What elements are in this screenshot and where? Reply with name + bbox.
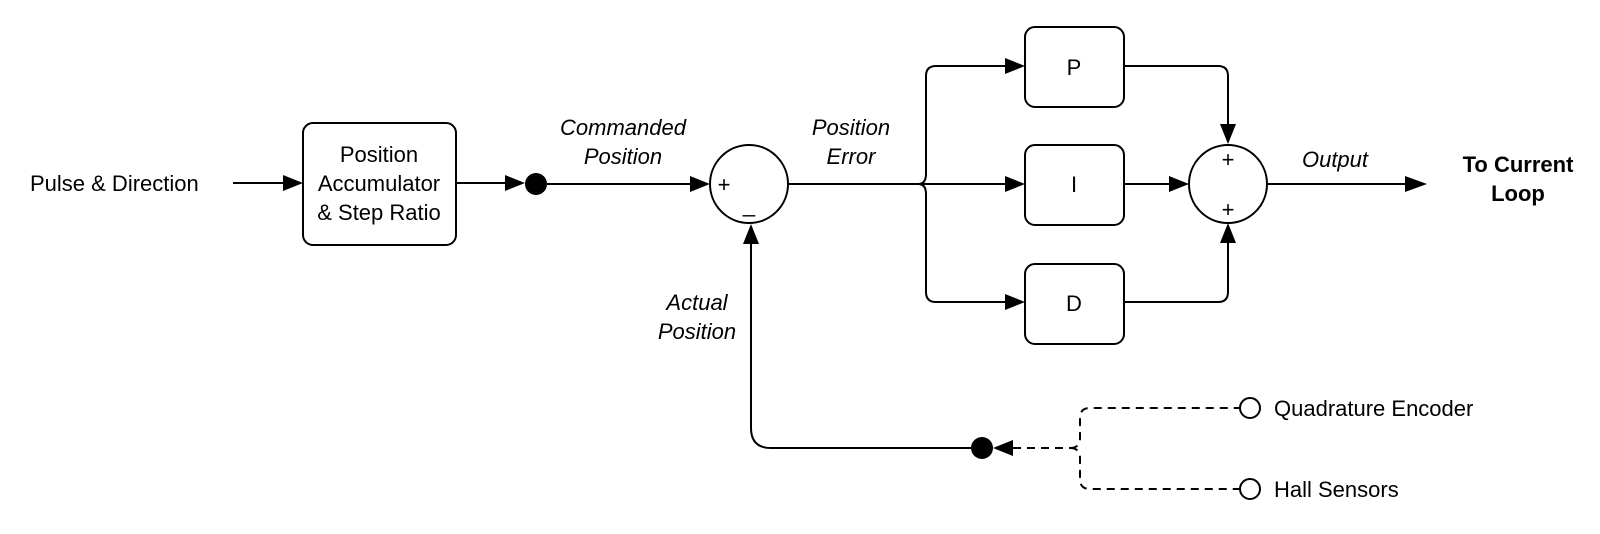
commanded-junction-dot: [525, 173, 547, 195]
accumulator-line3: & Step Ratio: [317, 200, 441, 225]
hall-sensors-label: Hall Sensors: [1274, 477, 1399, 502]
actual-position-label-2: Position: [658, 319, 736, 344]
i-block-label: I: [1071, 172, 1077, 197]
commanded-position-arrowhead: [690, 176, 710, 192]
summer-bottom-plus: +: [1222, 197, 1235, 222]
quadrature-encoder-label: Quadrature Encoder: [1274, 396, 1473, 421]
d-output-arrowhead: [1220, 223, 1236, 243]
d-block: [1024, 263, 1125, 345]
summer-minus-sign: _: [742, 192, 756, 217]
hall-sensors-port: [1239, 478, 1261, 500]
quadrature-encoder-port: [1239, 397, 1261, 419]
i-output-arrowhead: [1169, 176, 1189, 192]
branch-to-d: [917, 183, 1005, 303]
p-block-label: P: [1067, 55, 1082, 80]
to-current-loop-line1: To Current: [1463, 152, 1574, 177]
output-label: Output: [1302, 147, 1369, 172]
summer-plus-sign: +: [718, 172, 731, 197]
position-error-label-1: Position: [812, 115, 890, 140]
accumulator-line1: Position: [340, 142, 418, 167]
p-output-arrowhead: [1220, 124, 1236, 144]
feedback-arrowhead: [743, 224, 759, 244]
sensor-branch-lines: [1069, 407, 1240, 490]
d-output-line: [1124, 243, 1229, 303]
branch-to-p: [917, 65, 1005, 185]
commanded-position-label-2: Position: [584, 144, 662, 169]
commanded-position-label-1: Commanded: [560, 115, 687, 140]
accumulator-line2: Accumulator: [318, 171, 440, 196]
input-label: Pulse & Direction: [30, 171, 199, 196]
i-input-arrowhead: [1005, 176, 1025, 192]
p-output-line: [1124, 65, 1229, 124]
feedback-line: [750, 244, 971, 449]
input-arrowhead: [283, 175, 303, 191]
d-input-arrowhead: [1005, 294, 1025, 310]
p-input-arrowhead: [1005, 58, 1025, 74]
actual-position-label-1: Actual: [664, 290, 728, 315]
d-block-label: D: [1066, 291, 1082, 316]
feedback-junction-dot: [971, 437, 993, 459]
to-current-loop-line2: Loop: [1491, 181, 1545, 206]
position-error-label-2: Error: [827, 144, 878, 169]
accumulator-out-arrowhead: [505, 175, 525, 191]
summer-top-plus: +: [1222, 147, 1235, 172]
sensor-to-dot-arrowhead: [993, 440, 1013, 456]
output-arrowhead: [1405, 176, 1427, 192]
